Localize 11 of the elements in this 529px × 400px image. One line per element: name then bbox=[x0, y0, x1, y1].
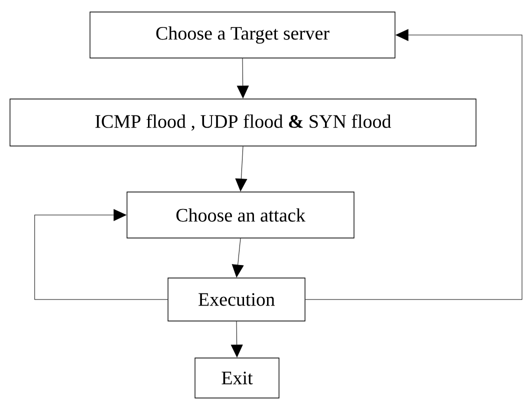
arrow bbox=[34, 209, 168, 300]
arrow bbox=[235, 146, 248, 192]
arrow bbox=[236, 58, 249, 98]
process-box: Execution bbox=[168, 278, 306, 322]
arrow bbox=[305, 29, 522, 300]
arrow bbox=[230, 321, 243, 358]
process-box: Exit bbox=[194, 358, 280, 398]
process-box: ICMP flood , UDP flood & SYN flood bbox=[10, 98, 476, 146]
arrow bbox=[232, 238, 244, 278]
process-box: Choose a Target server bbox=[90, 12, 396, 58]
process-box: Choose an attack bbox=[126, 192, 354, 238]
